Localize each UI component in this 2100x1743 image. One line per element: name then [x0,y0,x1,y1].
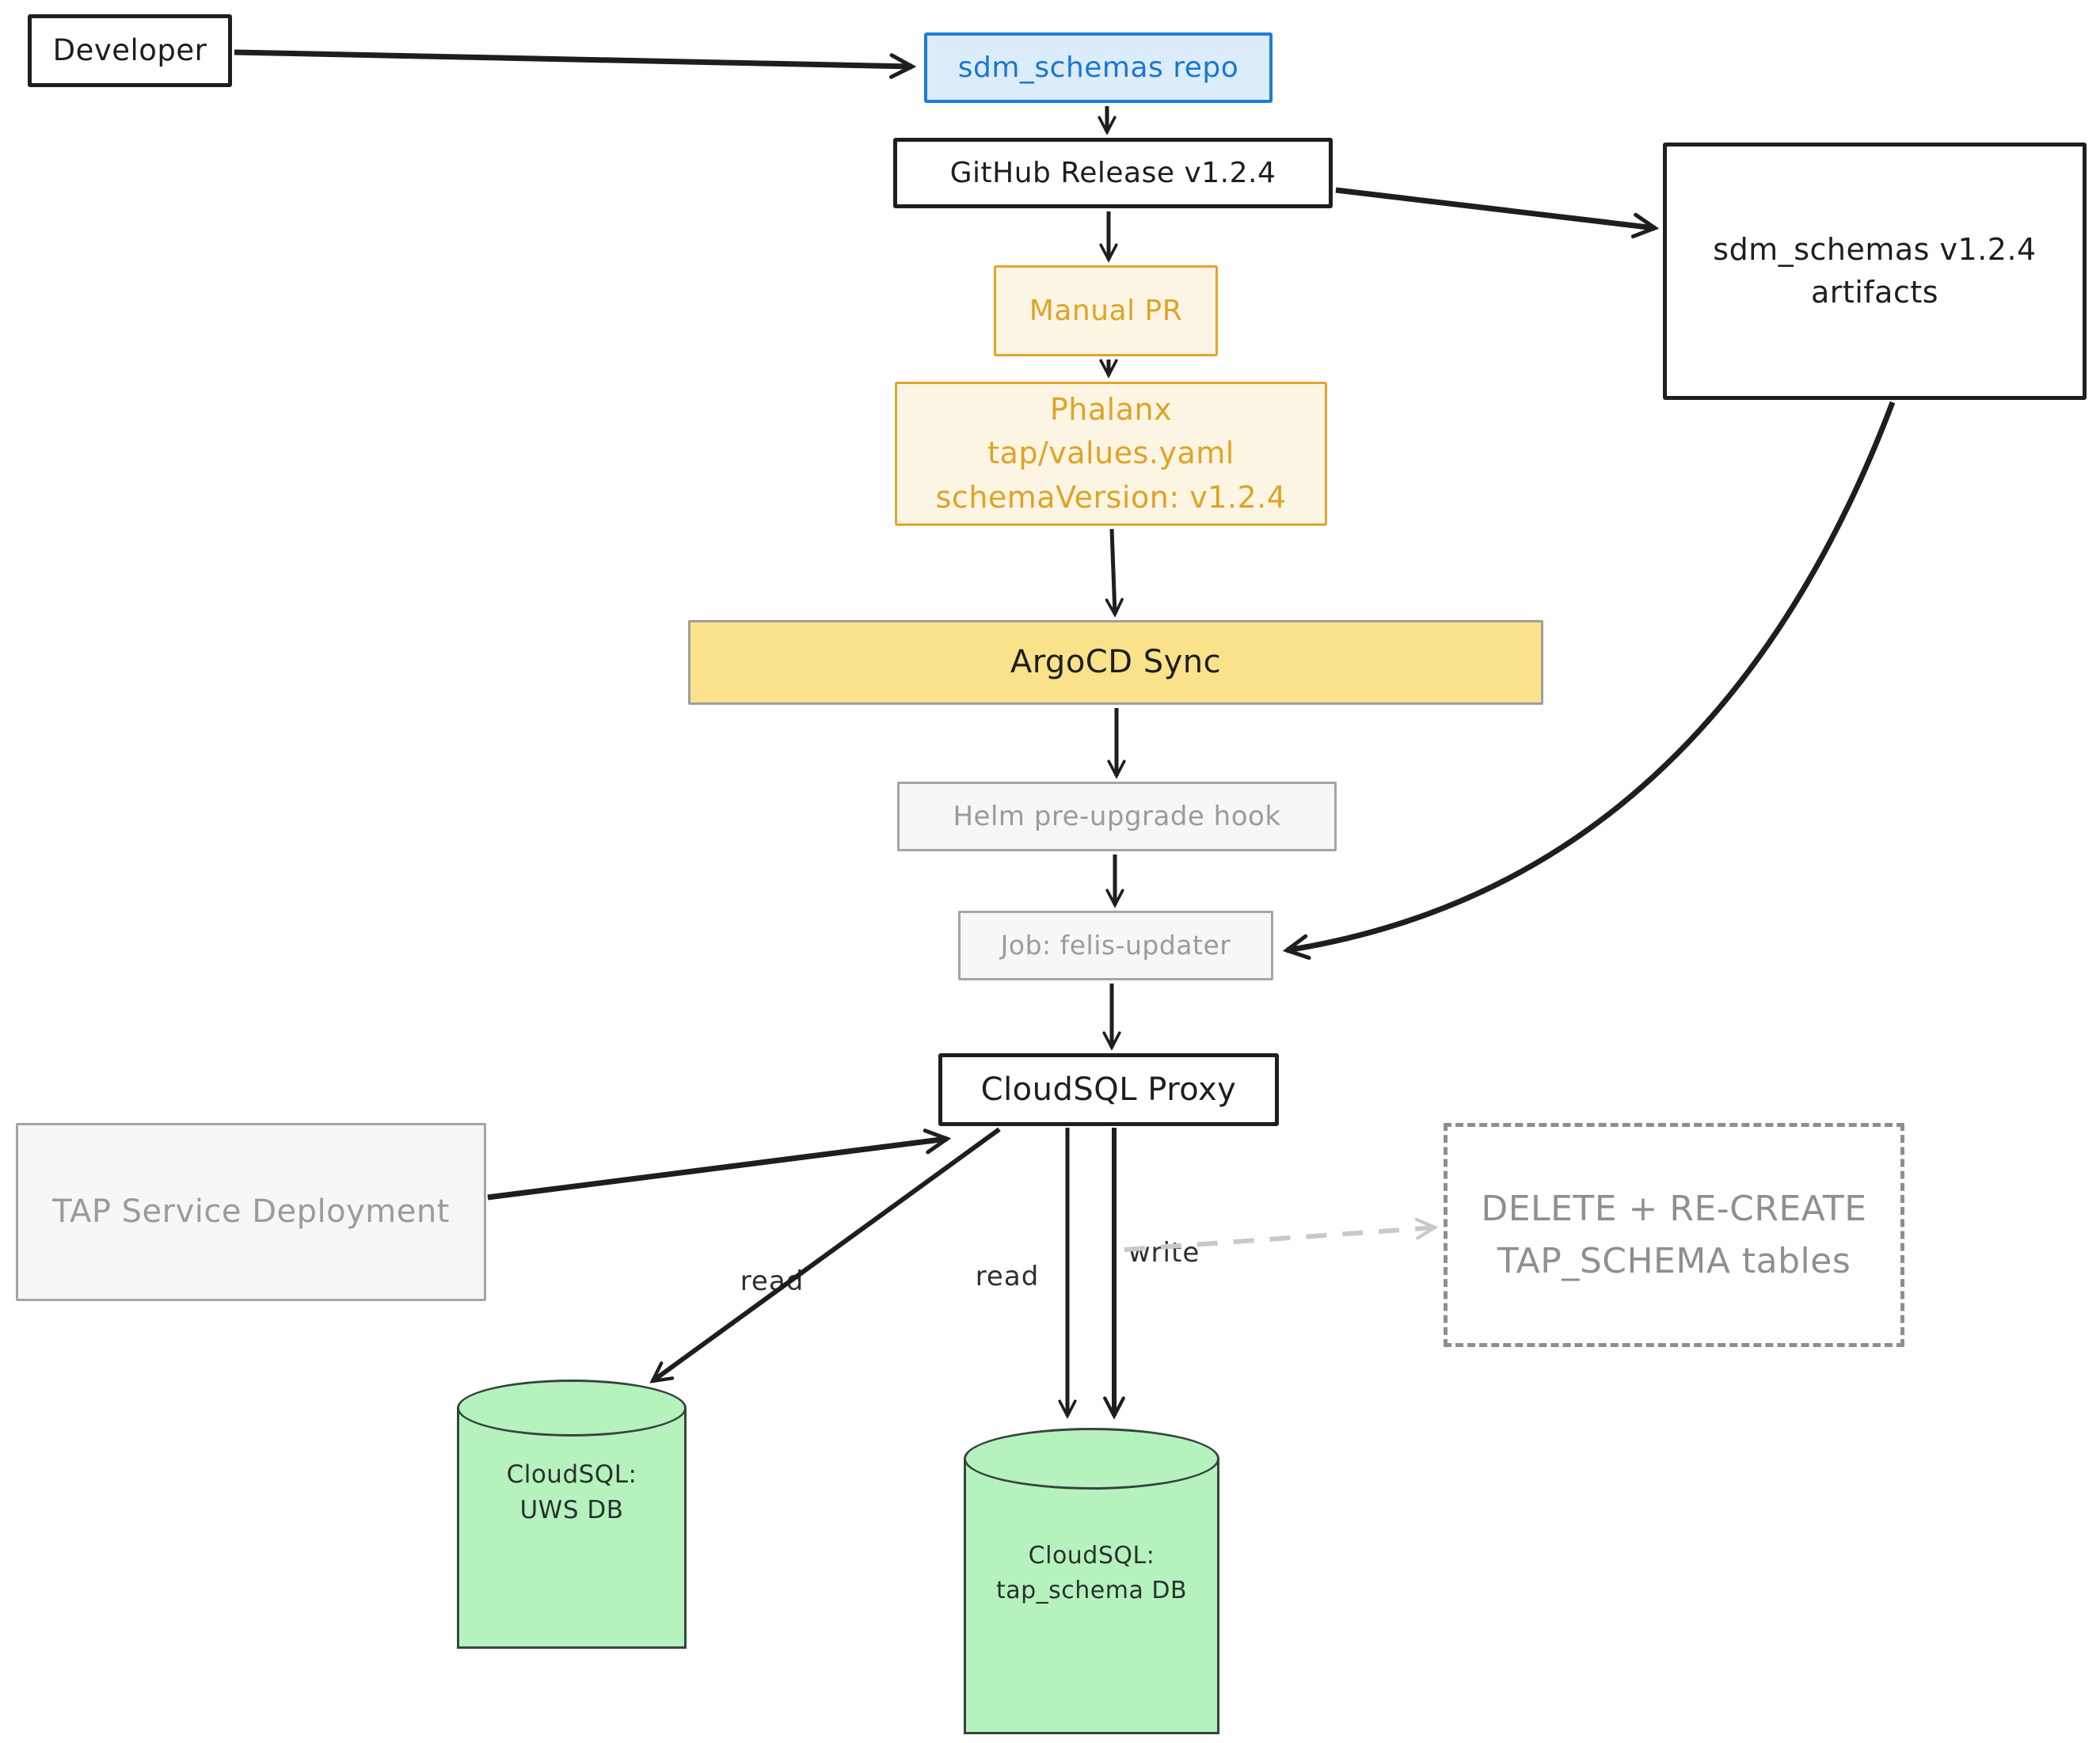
node-sdm-schemas-repo-label: sdm_schemas repo [957,51,1239,84]
tap-schema-db-cylinder-top [964,1428,1219,1490]
node-cloudsql-proxy: CloudSQL Proxy [938,1053,1279,1126]
arrow-github-release-to-artifacts [1335,187,1655,228]
label-read-uws: read [740,1265,805,1297]
node-cloudsql-uws-db-label: CloudSQL: UWS DB [506,1460,637,1524]
node-delete-recreate-tap-schema: DELETE + RE-CREATE TAP_SCHEMA tables [1444,1123,1904,1347]
node-manual-pr: Manual PR [994,265,1218,356]
node-delete-recreate-line1: DELETE + RE-CREATE [1481,1188,1867,1229]
node-phalanx-line1: Phalanx [1049,392,1173,428]
arrow-developer-to-repo [234,49,912,67]
node-phalanx-line2: tap/values.yaml [987,436,1235,471]
node-helm-pre-upgrade-hook-label: Helm pre-upgrade hook [953,800,1281,832]
node-developer: Developer [28,14,232,87]
node-helm-pre-upgrade-hook: Helm pre-upgrade hook [897,782,1337,851]
node-tap-service-deployment-label: TAP Service Deployment [52,1193,450,1231]
node-sdm-schemas-repo: sdm_schemas repo [924,32,1273,103]
node-manual-pr-label: Manual PR [1029,294,1183,327]
node-sdm-schemas-artifacts-line2: artifacts [1810,274,1939,310]
node-job-felis-updater-label: Job: felis-updater [1000,929,1231,961]
label-read-tap-schema: read [975,1261,1040,1292]
node-developer-label: Developer [52,32,207,67]
arrow-tap-service-to-cloudsql-proxy [487,1139,947,1201]
node-job-felis-updater: Job: felis-updater [958,911,1273,980]
node-cloudsql-tap-schema-db-label: CloudSQL: tap_schema DB [995,1542,1188,1604]
node-cloudsql-tap-schema-db: CloudSQL: tap_schema DB [964,1428,1219,1734]
uws-db-cylinder-top [457,1380,687,1437]
node-sdm-schemas-artifacts-line1: sdm_schemas v1.2.4 [1713,231,2037,267]
node-argocd-sync-label: ArgoCD Sync [1010,644,1222,681]
node-sdm-schemas-artifacts: sdm_schemas v1.2.4 artifacts [1663,143,2087,400]
node-phalanx-values: Phalanx tap/values.yaml schemaVersion: v… [895,382,1327,526]
node-github-release: GitHub Release v1.2.4 [893,138,1333,208]
node-delete-recreate-line2: TAP_SCHEMA tables [1497,1240,1851,1281]
node-cloudsql-proxy-label: CloudSQL Proxy [980,1071,1237,1108]
arrow-proxy-read-to-uws-db [652,1127,1001,1381]
node-github-release-label: GitHub Release v1.2.4 [949,156,1276,189]
tap-schema-db-cylinder-body [964,1459,1219,1734]
node-phalanx-line3: schemaVersion: v1.2.4 [935,479,1287,515]
node-cloudsql-uws-db: CloudSQL: UWS DB [457,1380,687,1649]
arrow-phalanx-to-argocd [1112,528,1115,615]
node-argocd-sync: ArgoCD Sync [688,620,1543,705]
label-write-tap-schema: write [1128,1237,1200,1269]
uws-db-cylinder-body [457,1408,687,1649]
node-tap-service-deployment: TAP Service Deployment [16,1123,486,1301]
